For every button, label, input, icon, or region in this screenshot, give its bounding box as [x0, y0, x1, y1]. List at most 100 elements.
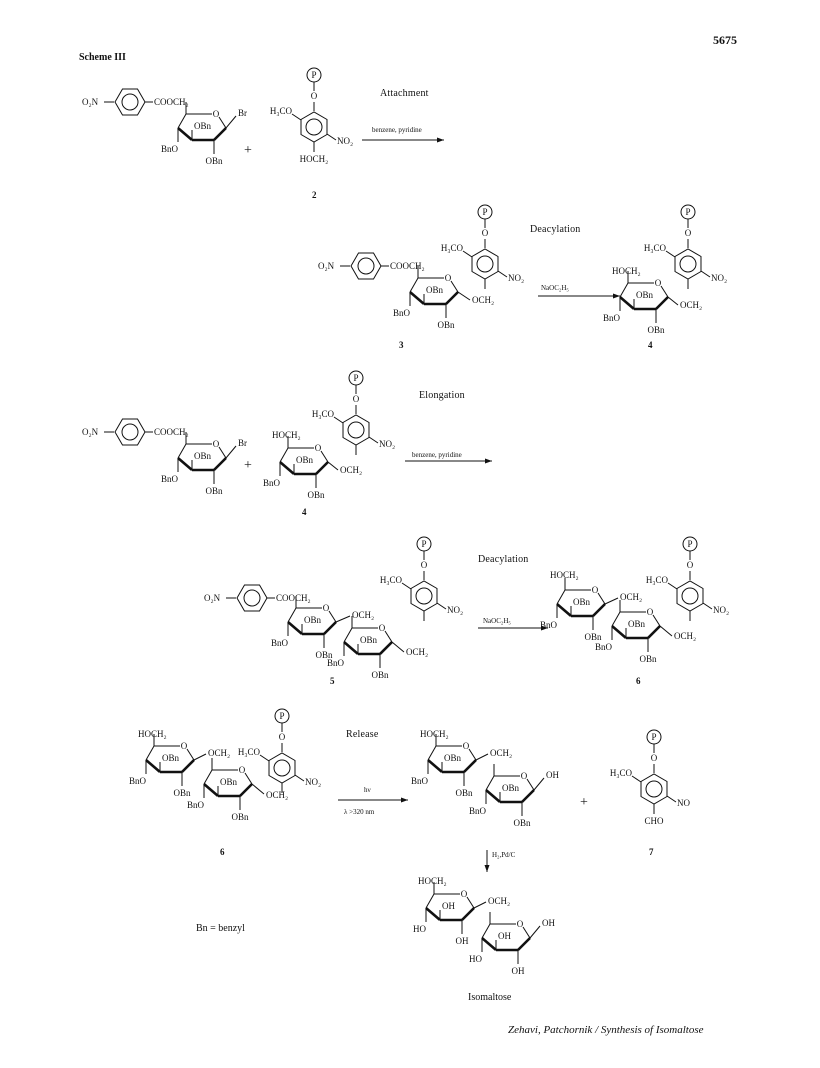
atom-label: OCH₂ — [680, 300, 702, 310]
bond-line — [466, 896, 475, 909]
bond-line — [481, 937, 497, 951]
atom-label: BnO — [393, 308, 411, 318]
atom-label: H₃CO — [644, 243, 667, 253]
atom-label: OH — [498, 931, 511, 941]
atom-label: O — [323, 603, 330, 613]
bond-line — [556, 589, 566, 605]
bond-line — [323, 621, 337, 635]
atom-label: OH — [456, 936, 469, 946]
atom-label: NO₂ — [508, 273, 524, 283]
bond-line — [279, 461, 295, 475]
aromatic-circle — [273, 759, 291, 777]
atom-label: O — [379, 623, 386, 633]
atom-label: H₃CO — [380, 575, 403, 585]
atom-label: O — [213, 109, 220, 119]
bond-line — [611, 611, 621, 627]
bond-line — [291, 113, 302, 121]
atom-label: H₃CO — [441, 243, 464, 253]
step-attachment: Attachment — [380, 88, 429, 99]
atom-label: H₃CO — [646, 575, 669, 585]
atom-label: OBn — [437, 320, 455, 330]
bond-line — [526, 778, 535, 791]
benzene-ring — [268, 752, 296, 784]
bond-line — [619, 296, 635, 310]
bond-line — [333, 416, 344, 424]
bond-line — [213, 127, 227, 141]
bond-line — [665, 250, 676, 258]
bond-line — [145, 745, 155, 761]
aromatic-circle — [645, 780, 663, 798]
atom-label: O — [687, 560, 694, 570]
atom-label: OBn — [371, 670, 389, 680]
atom-label: OBn — [628, 619, 646, 629]
compound-number-2: 2 — [312, 190, 317, 200]
atom-label: O₂N — [204, 593, 221, 603]
atom-label: O — [445, 273, 452, 283]
atom-label: P — [482, 207, 487, 217]
atom-label: OBn — [194, 121, 212, 131]
bond-line — [667, 582, 678, 590]
benzene-ring — [236, 584, 268, 612]
atom-label: HO — [469, 954, 482, 964]
atom-label: OCH₂ — [406, 647, 428, 657]
atom-label: HOCH₂ — [420, 729, 449, 739]
atom-label: O — [461, 889, 468, 899]
bond-line — [193, 753, 207, 761]
bond-line — [203, 769, 213, 785]
bond-line — [485, 775, 495, 791]
condition-lambda: λ >320 nm — [344, 808, 375, 816]
atom-label: Br — [238, 108, 247, 118]
bond-line — [177, 113, 187, 129]
atom-label: HO — [413, 924, 426, 934]
page-number: 5675 — [713, 33, 737, 47]
benzene-ring — [300, 111, 328, 143]
bond-line — [279, 447, 289, 463]
bond-line — [521, 789, 535, 803]
bond-line — [320, 450, 329, 463]
atom-label: P — [421, 539, 426, 549]
bond-line — [239, 783, 253, 797]
atom-label: OH — [442, 901, 455, 911]
atom-label: NO — [677, 798, 690, 808]
atom-label: BnO — [161, 144, 179, 154]
bond-line — [619, 282, 629, 298]
atom-label: BnO — [263, 478, 281, 488]
atom-label: O — [521, 771, 528, 781]
atom-label: OBn — [444, 753, 462, 763]
atom-label: BnO — [129, 776, 147, 786]
plus-sign-2: + — [244, 458, 252, 473]
atom-label: NO₂ — [305, 777, 321, 787]
atom-label: P — [651, 732, 656, 742]
atom-label: O — [213, 439, 220, 449]
atom-label: BnO — [540, 620, 558, 630]
atom-label: P — [687, 539, 692, 549]
aromatic-circle — [121, 423, 139, 441]
atom-label: BnO — [603, 313, 621, 323]
atom-label: BnO — [595, 642, 613, 652]
step-deacylation-1: Deacylation — [530, 224, 581, 235]
benzene-ring — [674, 248, 702, 280]
bond-line — [401, 582, 412, 590]
atom-label: O — [482, 228, 489, 238]
bond-line — [244, 772, 253, 785]
atom-label: OCH₂ — [208, 748, 230, 758]
atom-label: OBn — [636, 290, 654, 300]
atom-label: O — [421, 560, 428, 570]
atom-label: P — [279, 711, 284, 721]
atom-label: HOCH₂ — [272, 430, 301, 440]
atom-label: OBn — [647, 325, 665, 335]
atom-label: COOCH₂ — [390, 261, 425, 271]
atom-label: COOCH₂ — [276, 593, 311, 603]
atom-label: OH — [512, 966, 525, 976]
bond-line — [218, 116, 227, 129]
compound-number-7: 7 — [649, 847, 654, 857]
aromatic-circle — [243, 589, 261, 607]
bond-line — [611, 625, 627, 639]
atom-label: H₃CO — [270, 106, 293, 116]
step-elongation: Elongation — [419, 390, 465, 401]
bond-line — [592, 603, 606, 617]
atom-label: OBn — [231, 812, 249, 822]
atom-label: H₃CO — [312, 409, 335, 419]
aromatic-circle — [476, 255, 494, 273]
